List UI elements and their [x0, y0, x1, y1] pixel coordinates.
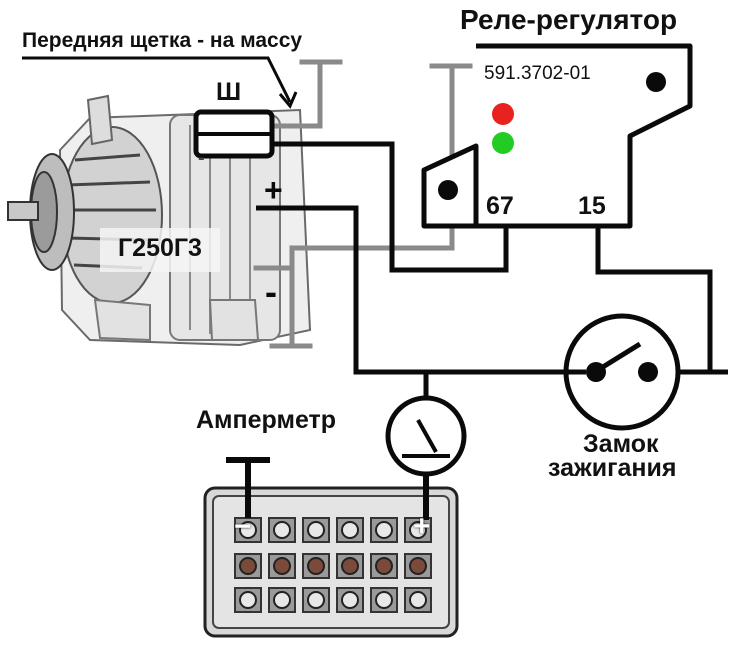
terminal-15-label: 15 — [578, 192, 606, 220]
battery-cell-plug-icon — [341, 521, 359, 539]
ammeter-needle-icon — [416, 419, 438, 453]
battery-minus-symbol: − — [234, 510, 252, 543]
alternator — [7, 94, 312, 347]
front-brush-note: Передняя щетка - на массу — [22, 29, 303, 52]
battery-cell-plug-icon — [307, 591, 325, 609]
ignition-lock — [563, 313, 681, 431]
regulator-title: Реле-регулятор — [460, 4, 678, 35]
battery-plus-symbol: + — [413, 510, 431, 543]
battery-cell-plug-icon — [409, 557, 427, 575]
green-indicator-led — [492, 132, 514, 154]
mounting-hole-icon — [438, 180, 458, 200]
battery-cell-plug-icon — [239, 521, 257, 539]
battery-cell-plug-icon — [375, 521, 393, 539]
battery-cells — [234, 517, 432, 613]
red-indicator-led — [492, 103, 514, 125]
brush-terminal-label: Ш — [216, 78, 242, 106]
battery — [203, 457, 459, 638]
battery-cell-plug-icon — [341, 591, 359, 609]
battery-cell-plug-icon — [273, 521, 291, 539]
ignition-lock-label-line2: зажигания — [548, 454, 677, 482]
battery-cell-plug-icon — [239, 557, 257, 575]
battery-cell-plug-icon — [273, 591, 291, 609]
switch-contact-icon — [596, 341, 642, 373]
relay-regulator — [421, 43, 693, 229]
ammeter-label: Амперметр — [196, 406, 337, 434]
battery-cell-plug-icon — [273, 557, 291, 575]
ammeter — [385, 395, 467, 477]
brush-minus-symbol: - — [198, 147, 205, 169]
battery-cell-plug-icon — [307, 557, 325, 575]
regulator-model: 591.3702-01 — [484, 63, 591, 84]
battery-cell-plug-icon — [239, 591, 257, 609]
mounting-hole-icon — [646, 72, 666, 92]
terminal-67-label: 67 — [486, 192, 514, 220]
brush-holder — [193, 109, 275, 159]
battery-cell-plug-icon — [375, 557, 393, 575]
alternator-plus-symbol: + — [264, 172, 283, 208]
battery-cell-plug-icon — [409, 591, 427, 609]
alternator-model: Г250Г3 — [118, 234, 202, 262]
battery-cell-plug-icon — [307, 521, 325, 539]
front-brush-arrow-icon — [22, 56, 298, 109]
battery-cell-plug-icon — [341, 557, 359, 575]
battery-cell-plug-icon — [375, 591, 393, 609]
ignition-lock-label-line1: Замок — [583, 430, 659, 458]
battery-cell-plug-icon — [409, 521, 427, 539]
alternator-minus-symbol: - — [265, 271, 277, 312]
